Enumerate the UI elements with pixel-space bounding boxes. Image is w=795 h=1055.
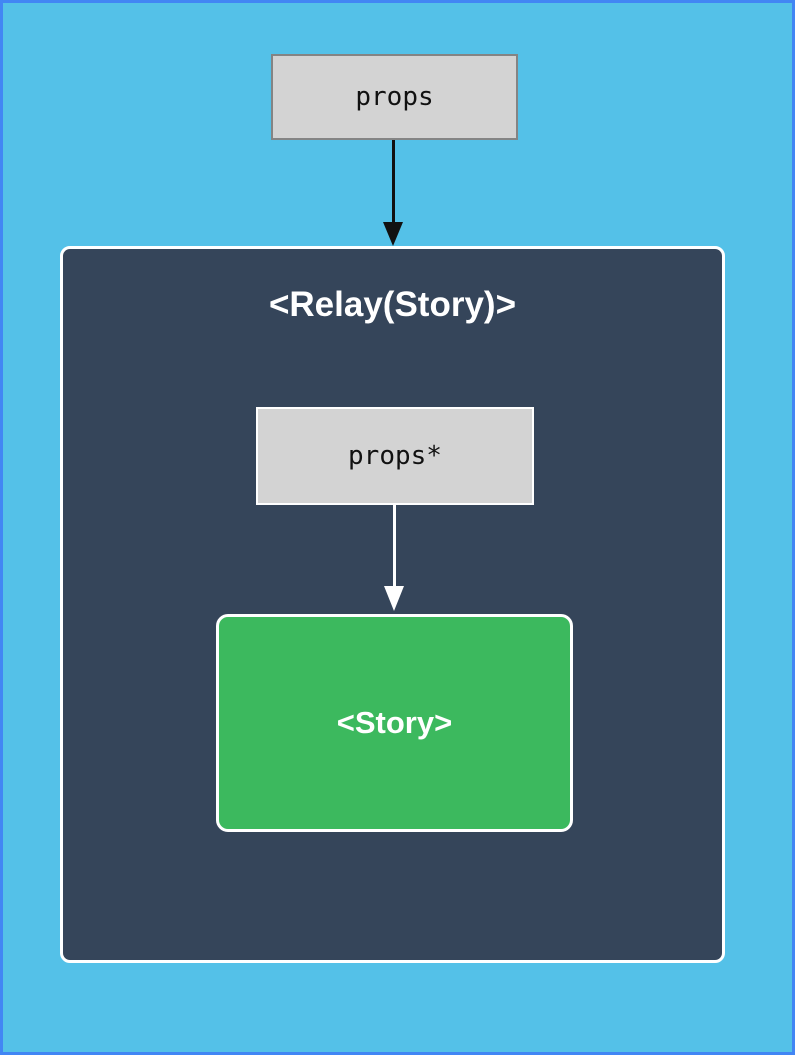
arrow-propsstar-to-story-line xyxy=(393,505,396,587)
relay-container-title: <Relay(Story)> xyxy=(268,285,517,324)
story-node: <Story> xyxy=(216,614,573,832)
props-star-node-label: props* xyxy=(348,441,442,471)
arrow-props-to-relay-line xyxy=(392,140,395,223)
arrow-props-to-relay-arrowhead-icon xyxy=(383,222,403,246)
story-node-label: <Story> xyxy=(336,705,453,740)
arrow-propsstar-to-story-arrowhead-icon xyxy=(384,586,404,611)
props-node: props xyxy=(271,54,518,140)
relay-container-node: <Relay(Story)> props* <Story> xyxy=(60,246,725,963)
props-star-node: props* xyxy=(256,407,534,505)
props-node-label: props xyxy=(355,82,434,112)
